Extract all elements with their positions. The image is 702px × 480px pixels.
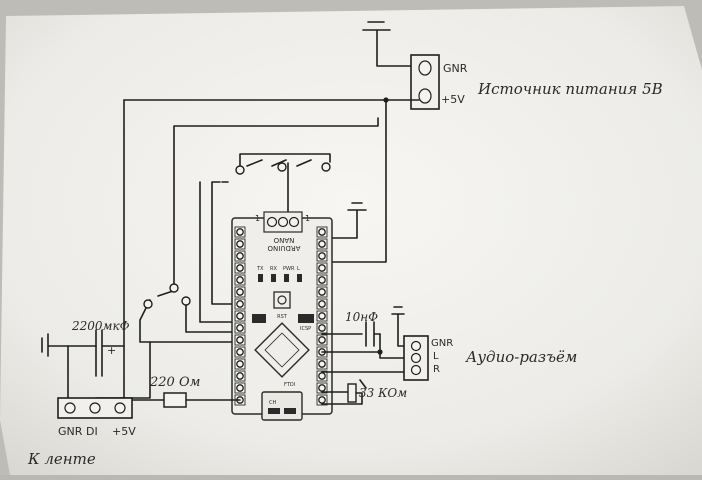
audio-pin-gnr-label: GNR xyxy=(431,338,453,349)
audio-jack-label: Аудио-разъём xyxy=(465,348,577,366)
board-ground-symbol xyxy=(321,202,367,239)
audio-wiring xyxy=(321,306,409,405)
board-pin-right-5 xyxy=(318,276,326,284)
button-2-contact xyxy=(277,162,287,172)
audio-pin-l-label: L xyxy=(433,351,439,362)
board-icsp-label: ICSP xyxy=(300,326,311,332)
strip-connector: GNR DI +5V xyxy=(57,397,136,438)
board-ftdi-label: FTDI xyxy=(284,382,295,388)
board-pin-left-5 xyxy=(236,276,244,284)
button-4-contact-a xyxy=(169,283,179,293)
audio-pin-gnr xyxy=(410,340,422,352)
audio-pin-r xyxy=(410,364,422,376)
board-pin-left-9 xyxy=(236,324,244,332)
board-pin-right-15 xyxy=(318,396,326,404)
board-pin-left-2 xyxy=(236,240,244,248)
audio-pin-l xyxy=(410,352,422,364)
capacitor-plus-label: + xyxy=(107,344,116,357)
strip-pin-5v xyxy=(114,402,126,414)
power-pin-gnr xyxy=(418,60,432,76)
board-pin-left-7 xyxy=(236,300,244,308)
board-pin-left-1 xyxy=(236,228,244,236)
strip-pin-gnr-label: GNR xyxy=(58,425,83,438)
board-pin-right-3 xyxy=(318,252,326,260)
board-pins-right xyxy=(316,226,328,406)
board-pin-right-12 xyxy=(318,360,326,368)
resistor-220 xyxy=(163,392,187,408)
board-pins-left xyxy=(234,226,246,406)
board-mcu-chip xyxy=(254,322,310,378)
button-3-contact xyxy=(321,162,331,172)
board-pin-left-4 xyxy=(236,264,244,272)
resistor-33k-label: 33 КОм xyxy=(359,386,407,400)
board-pin-left-8 xyxy=(236,312,244,320)
board-led-pwr-label: PWR xyxy=(283,266,295,272)
paper-sheet xyxy=(0,6,702,475)
board-pin-right-1 xyxy=(318,228,326,236)
board-pin-right-4 xyxy=(318,264,326,272)
board-pin-left-11 xyxy=(236,348,244,356)
strip-pin-gnr xyxy=(64,402,76,414)
board-pin-right-6 xyxy=(318,288,326,296)
board-pin-left-14 xyxy=(236,384,244,392)
board-top-pin-left-label: 1 xyxy=(255,214,260,223)
power-supply-label: Источник питания 5В xyxy=(477,80,663,98)
resistor-220-label: 220 Ом xyxy=(149,375,200,390)
audio-pin-r-label: R xyxy=(433,364,440,375)
board-pin-right-9 xyxy=(318,324,326,332)
board-pin-right-7 xyxy=(318,300,326,308)
board-pin-left-12 xyxy=(236,360,244,368)
strip-pin-5v-label: +5V xyxy=(112,425,136,438)
board-pin-left-6 xyxy=(236,288,244,296)
board-reset-label: RST xyxy=(277,314,288,320)
board-led-rx-label: RX xyxy=(270,266,277,272)
board-pin-right-8 xyxy=(318,312,326,320)
board-pin-right-10 xyxy=(318,336,326,344)
board-usb-connector xyxy=(261,391,303,421)
board-reset-button xyxy=(273,291,291,309)
board-led-l-label: L xyxy=(297,266,300,272)
power-pin-gnr-label: GNR xyxy=(443,62,468,75)
board-pin-right-13 xyxy=(318,372,326,380)
strip-label: К ленте xyxy=(27,450,96,468)
board-pin-left-3 xyxy=(236,252,244,260)
arduino-nano-board: 1 1 ARDUINO NANO TX RX PWR L RST ICSP xyxy=(231,211,333,421)
button-5-contact xyxy=(181,296,191,306)
strip-pin-di xyxy=(89,402,101,414)
board-regulator-chip xyxy=(252,314,266,323)
button-1-contact xyxy=(235,165,245,175)
board-crystal-chip xyxy=(298,314,314,323)
board-ch-chip-label: CH xyxy=(269,400,276,406)
capacitor-10nf-label: 10нФ xyxy=(345,310,378,324)
power-ground-symbol xyxy=(362,21,417,67)
resistor-33k xyxy=(347,383,357,403)
board-pin-right-2 xyxy=(318,240,326,248)
board-top-pin-right-label: 1 xyxy=(305,214,310,223)
board-model-label: NANO xyxy=(273,236,294,244)
board-led-tx-label: TX xyxy=(256,266,264,272)
board-led-row: TX RX PWR L xyxy=(256,266,302,282)
board-pin-left-13 xyxy=(236,372,244,380)
button-4-contact-b xyxy=(143,299,153,309)
power-pin-5v-label: +5V xyxy=(441,93,465,106)
strip-pin-di-label: DI xyxy=(86,425,98,438)
capacitor-2200uf-label: 2200мкФ xyxy=(71,319,130,333)
audio-connector: GNR L R xyxy=(403,335,453,381)
power-pin-5v xyxy=(418,88,432,104)
board-pin-right-14 xyxy=(318,384,326,392)
board-pin-left-10 xyxy=(236,336,244,344)
board-brand-label: ARDUINO xyxy=(267,244,300,252)
